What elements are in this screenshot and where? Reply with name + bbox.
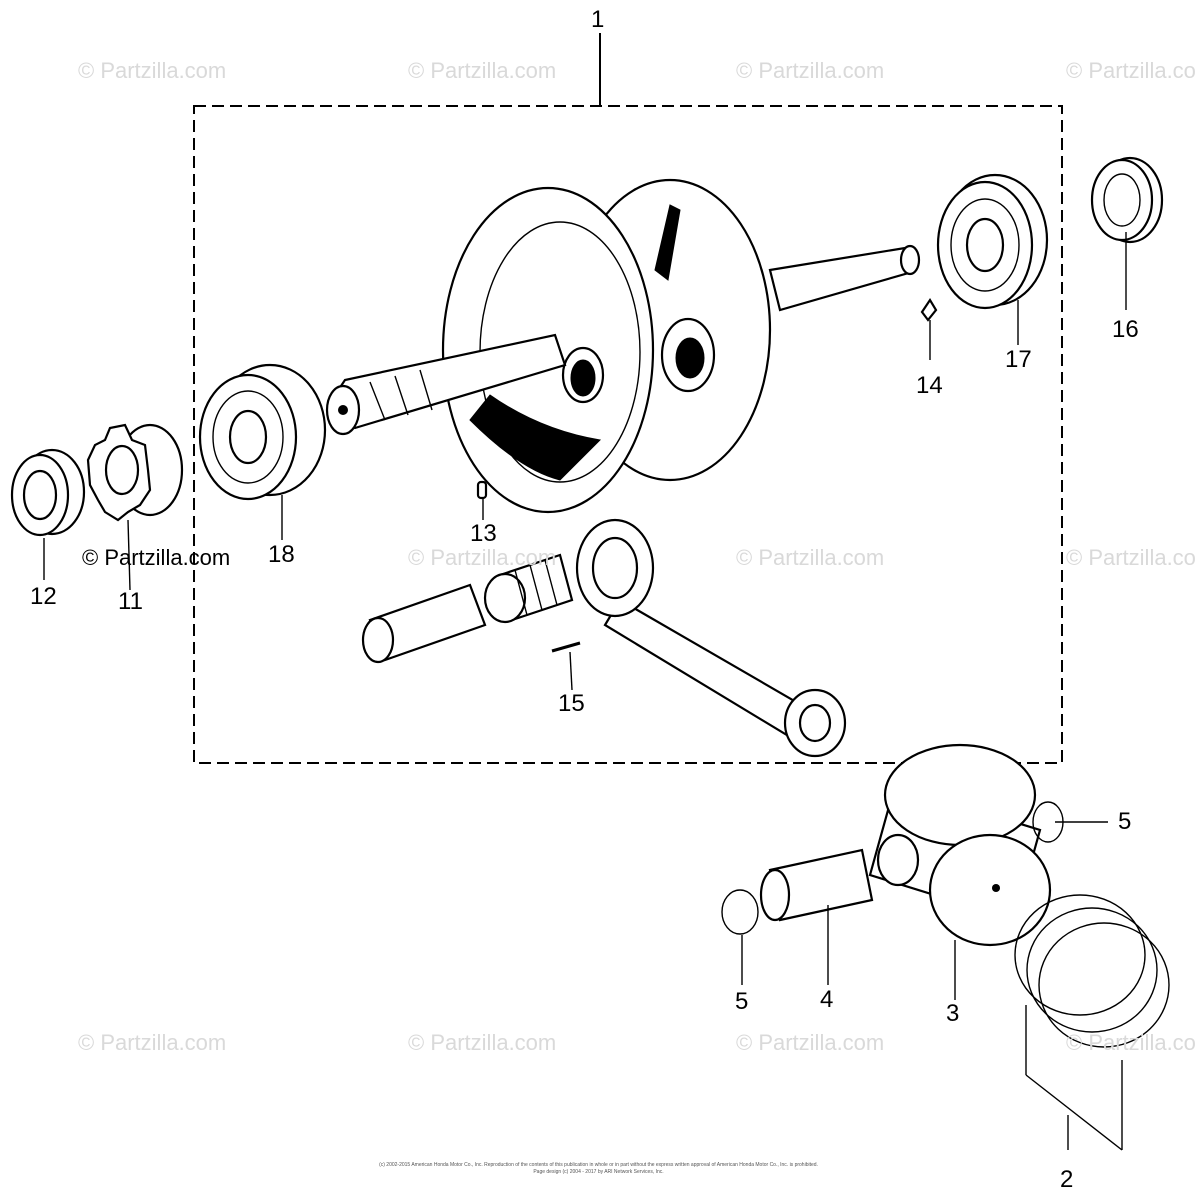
callout-12: 12 xyxy=(30,583,57,610)
crankshaft-shafts xyxy=(325,244,921,436)
watermark: © Partzilla.com xyxy=(736,58,885,83)
watermark: © Partzilla.com xyxy=(78,58,227,83)
leader-lines xyxy=(43,232,1127,1151)
watermark: © Partzilla.com xyxy=(1066,58,1197,83)
callout-14: 14 xyxy=(916,372,943,399)
crankshaft-flywheels xyxy=(441,178,772,514)
crankshaft-kit-border xyxy=(193,33,1063,764)
oil-seal-16 xyxy=(1090,156,1164,244)
callout-4: 4 xyxy=(820,986,834,1013)
sprocket-11 xyxy=(86,423,184,522)
bearing-17 xyxy=(936,173,1049,310)
watermark: © Partzilla.com xyxy=(736,1030,885,1055)
watermark: © Partzilla.com xyxy=(736,545,885,570)
callout-11: 11 xyxy=(118,588,143,615)
watermark: © Partzilla.com xyxy=(408,545,557,570)
copyright-line: (c) 2002-2015 American Honda Motor Co., … xyxy=(379,1162,818,1168)
watermark: © Partzilla.com xyxy=(78,1030,227,1055)
pin-13 xyxy=(476,480,488,500)
piston-rings-2 xyxy=(1014,894,1170,1048)
piston-pin-4 xyxy=(759,848,874,922)
watermark: © Partzilla.com xyxy=(408,1030,557,1055)
bearing-18 xyxy=(198,363,327,501)
washer-15 xyxy=(551,641,581,653)
callout-17: 17 xyxy=(1005,346,1032,373)
key-14 xyxy=(920,297,938,322)
callout-16: 16 xyxy=(1112,316,1139,343)
callout-3: 3 xyxy=(946,1000,960,1027)
connecting-rod xyxy=(575,518,847,758)
callout-18: 18 xyxy=(268,541,295,568)
needle-bearing xyxy=(483,553,574,624)
circlip-5-left xyxy=(721,889,759,935)
piston-3 xyxy=(868,743,1052,947)
callout-5-left: 5 xyxy=(735,988,749,1015)
callout-5-right: 5 xyxy=(1118,808,1132,835)
callout-15: 15 xyxy=(558,690,585,717)
callout-13: 13 xyxy=(470,520,497,547)
crank-pin xyxy=(361,583,487,664)
callout-1: 1 xyxy=(591,6,605,33)
page-design-line: Page design (c) 2004 - 2017 by ARI Netwo… xyxy=(533,1169,664,1175)
watermark: © Partzilla.com xyxy=(1066,545,1197,570)
watermark-dark: © Partzilla.com xyxy=(82,545,231,570)
callout-2: 2 xyxy=(1060,1166,1074,1193)
nut-12 xyxy=(10,448,86,537)
watermark: © Partzilla.com xyxy=(1066,1030,1197,1055)
watermark: © Partzilla.com xyxy=(408,58,557,83)
